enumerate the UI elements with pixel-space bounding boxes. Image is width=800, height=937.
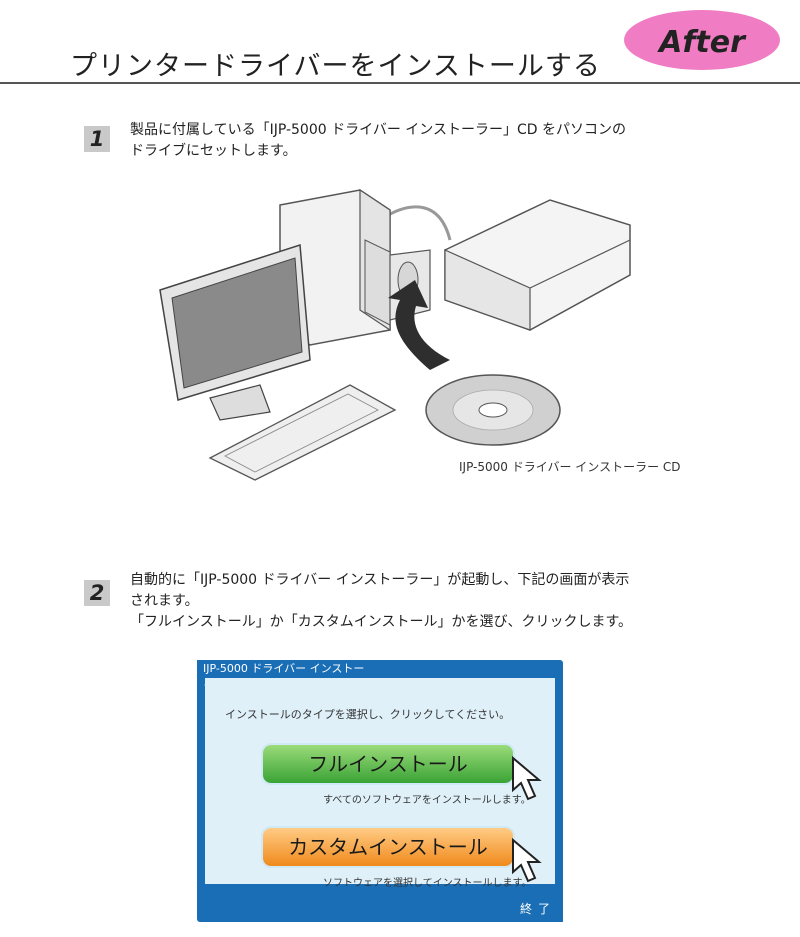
cursor-icon <box>512 838 542 883</box>
full-install-button[interactable]: フルインストール <box>263 745 513 783</box>
step-2-line-2: されます。 <box>130 593 199 609</box>
step-2-line-1: 自動的に「IJP-5000 ドライバー インストーラー」が起動し、下記の画面が表… <box>130 572 630 588</box>
custom-install-button[interactable]: カスタムインストール <box>263 828 513 866</box>
step-1-text: 製品に付属している「IJP-5000 ドライバー インストーラー」CD をパソコ… <box>130 120 626 162</box>
title-divider <box>0 82 800 84</box>
insert-arrow <box>388 280 450 370</box>
installer-content: インストールのタイプを選択し、クリックしてください。 フルインストール すべての… <box>205 678 555 889</box>
installer-instruction: インストールのタイプを選択し、クリックしてください。 <box>225 708 511 721</box>
page-title: プリンタードライバーをインストールする <box>70 51 601 82</box>
installer-window: IJP-5000 ドライバー インストーラー インストールのタイプを選択し、クリ… <box>197 660 563 922</box>
full-install-description: すべてのソフトウェアをインストールします。 <box>323 795 531 806</box>
step-2-number: 2 <box>84 580 110 606</box>
step-2-text: 自動的に「IJP-5000 ドライバー インストーラー」が起動し、下記の画面が表… <box>130 570 632 633</box>
step-1-line-1: 製品に付属している「IJP-5000 ドライバー インストーラー」CD をパソコ… <box>130 122 626 138</box>
after-badge: After <box>622 6 782 74</box>
cursor-icon <box>512 756 542 801</box>
exit-button[interactable]: 終了 <box>513 896 563 922</box>
step-1-line-2: ドライブにセットします。 <box>130 143 297 159</box>
pc-setup-illustration <box>150 180 650 490</box>
step-2-line-3: 「フルインストール」か「カスタムインストール」かを選び、クリックします。 <box>130 614 633 630</box>
custom-install-description: ソフトウェアを選択してインストールします。 <box>323 878 532 889</box>
installer-window-title: IJP-5000 ドライバー インストーラー <box>197 660 373 693</box>
step-1-number: 1 <box>84 126 110 152</box>
cd-label: IJP-5000 ドライバー インストーラー CD <box>459 460 681 474</box>
keyboard <box>208 384 397 481</box>
after-badge-text: After <box>657 25 747 60</box>
pc-illustration-svg <box>159 188 631 481</box>
